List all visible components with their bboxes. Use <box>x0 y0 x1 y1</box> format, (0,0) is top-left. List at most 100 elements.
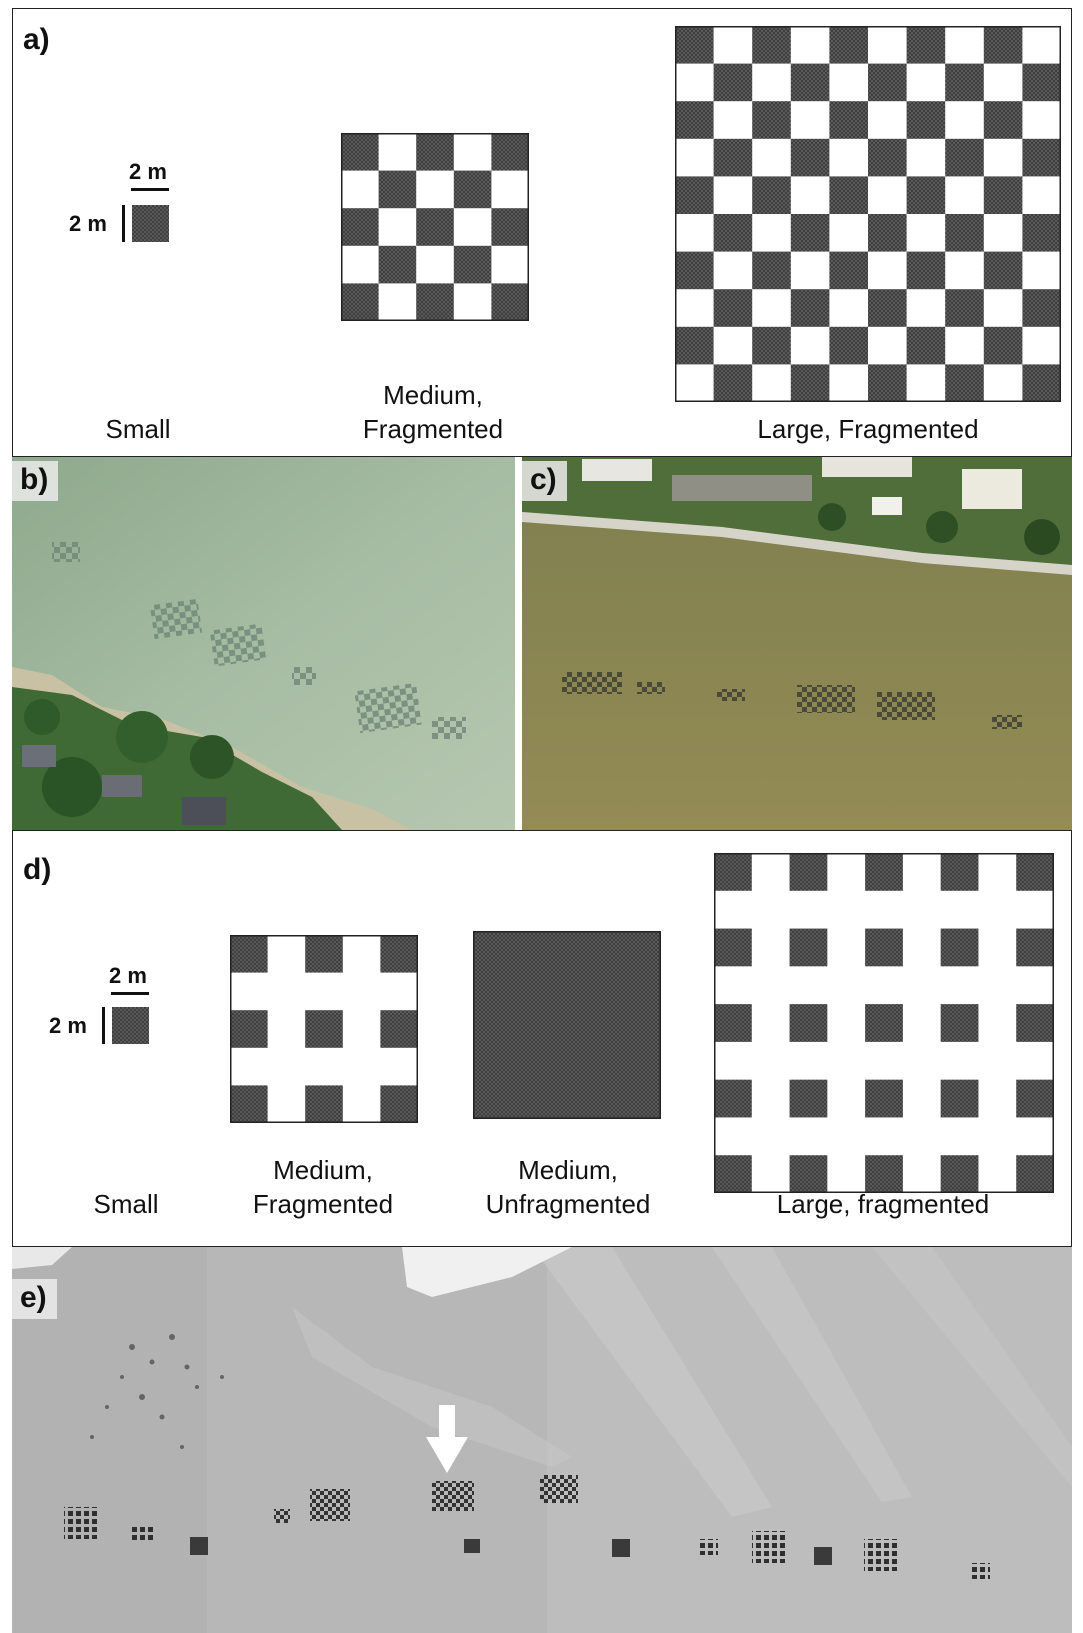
grid-cell <box>829 326 868 365</box>
grid-cell <box>1022 63 1061 102</box>
grid-frame <box>714 853 1054 1193</box>
grid-cell <box>945 63 984 102</box>
scale-width-label: 2 m <box>129 159 167 184</box>
grid-cell <box>829 176 868 214</box>
grid-cell <box>945 214 984 252</box>
grid-cell <box>675 326 714 365</box>
grid-cell <box>983 176 1023 214</box>
grid-cell <box>341 283 379 321</box>
grid-cell <box>380 1010 418 1048</box>
grid-cell <box>752 26 791 64</box>
grid-cell <box>491 133 529 171</box>
grid-cell <box>675 101 714 139</box>
aerial-photo-e <box>12 1247 1072 1633</box>
scale-width-bar-d <box>111 992 149 995</box>
grid-cell <box>790 364 830 402</box>
grid-cell <box>752 251 791 290</box>
grid-cell <box>453 170 492 209</box>
medium-fragmented-grid-d <box>230 935 418 1123</box>
grid-cell <box>790 63 830 102</box>
grid-cell <box>868 364 907 402</box>
grid-cell <box>1016 928 1054 967</box>
grid-cell <box>789 1079 828 1118</box>
grid-cell <box>983 26 1023 64</box>
grid-cell <box>378 170 417 209</box>
grid-cell <box>829 251 868 290</box>
grid-cell <box>453 245 492 284</box>
grid-cell <box>940 1004 979 1042</box>
grid-cell <box>1022 214 1061 252</box>
grid-cell <box>378 245 417 284</box>
grid-cell <box>305 935 343 973</box>
grid-cell <box>416 283 454 321</box>
grid-cell <box>865 928 903 967</box>
grid-cell <box>906 251 946 290</box>
caption-medium-line2: Fragmented <box>362 414 504 444</box>
grid-cell <box>305 1085 343 1123</box>
grid-cell <box>983 251 1023 290</box>
grid-cell <box>789 928 828 967</box>
medium-fragmented-grid <box>341 133 529 321</box>
grid-cell <box>714 1155 752 1193</box>
grid-cell <box>1016 1079 1054 1118</box>
scale-width-bar <box>131 188 169 191</box>
grid-cell <box>865 1155 903 1193</box>
grid-cell <box>380 1085 418 1123</box>
grid-cell <box>868 138 907 177</box>
panel-a: a) 2 m 2 m Small Medium, Fragmented Larg… <box>12 8 1072 457</box>
grid-cell <box>714 1004 752 1042</box>
grid-cell <box>940 853 979 891</box>
small-plot-cell <box>132 205 169 242</box>
panel-c-label: c) <box>522 461 567 501</box>
grid-cell <box>790 138 830 177</box>
panel-d: d) 2 m 2 m Small Medium, Fragmented Medi… <box>12 830 1072 1247</box>
caption-large-d: Large, fragmented <box>776 1189 990 1219</box>
large-fragmented-grid-d <box>714 853 1054 1193</box>
panel-e-label: e) <box>12 1279 57 1319</box>
grid-frame <box>230 935 418 1123</box>
grid-cell <box>868 289 907 327</box>
grid-cell <box>790 289 830 327</box>
caption-small: Small <box>105 414 171 444</box>
grid-cell <box>305 1010 343 1048</box>
grid-cell <box>829 101 868 139</box>
grid-cell <box>906 26 946 64</box>
grid-cell <box>906 101 946 139</box>
panel-d-label: d) <box>23 853 52 886</box>
caption-medium-unfrag-line1: Medium, <box>518 1155 618 1185</box>
grid-cell <box>906 176 946 214</box>
grid-cell <box>713 138 753 177</box>
grid-cell <box>752 326 791 365</box>
grid-cell <box>1022 138 1061 177</box>
grid-cell <box>983 101 1023 139</box>
grid-cell <box>868 214 907 252</box>
grid-cell <box>675 251 714 290</box>
medium-unfragmented-block <box>473 931 661 1119</box>
scale-width-label-d: 2 m <box>109 963 147 988</box>
scale-height-bar <box>122 205 125 242</box>
caption-small-d: Small <box>93 1189 159 1219</box>
grid-cell <box>230 1085 268 1123</box>
scale-height-bar-d <box>102 1007 105 1044</box>
large-fragmented-grid <box>675 26 1061 402</box>
grid-cell <box>865 1004 903 1042</box>
grid-cell <box>865 1079 903 1118</box>
grid-cell <box>230 1010 268 1048</box>
panel-a-label: a) <box>23 23 50 56</box>
grid-cell <box>416 208 454 246</box>
grid-cell <box>416 133 454 171</box>
grid-cell <box>713 289 753 327</box>
grid-cell <box>341 208 379 246</box>
grid-cell <box>713 214 753 252</box>
grid-cell <box>1016 1004 1054 1042</box>
grid-cell <box>906 326 946 365</box>
caption-medium-unfrag-line2: Unfragmented <box>485 1189 651 1219</box>
grid-cell <box>675 26 714 64</box>
grid-cell <box>1016 1155 1054 1193</box>
caption-large: Large, Fragmented <box>757 414 979 444</box>
grid-cell <box>713 63 753 102</box>
grid-cell <box>675 176 714 214</box>
grid-cell <box>789 1155 828 1193</box>
grid-cell <box>829 26 868 64</box>
arrow-icon <box>426 1405 468 1473</box>
